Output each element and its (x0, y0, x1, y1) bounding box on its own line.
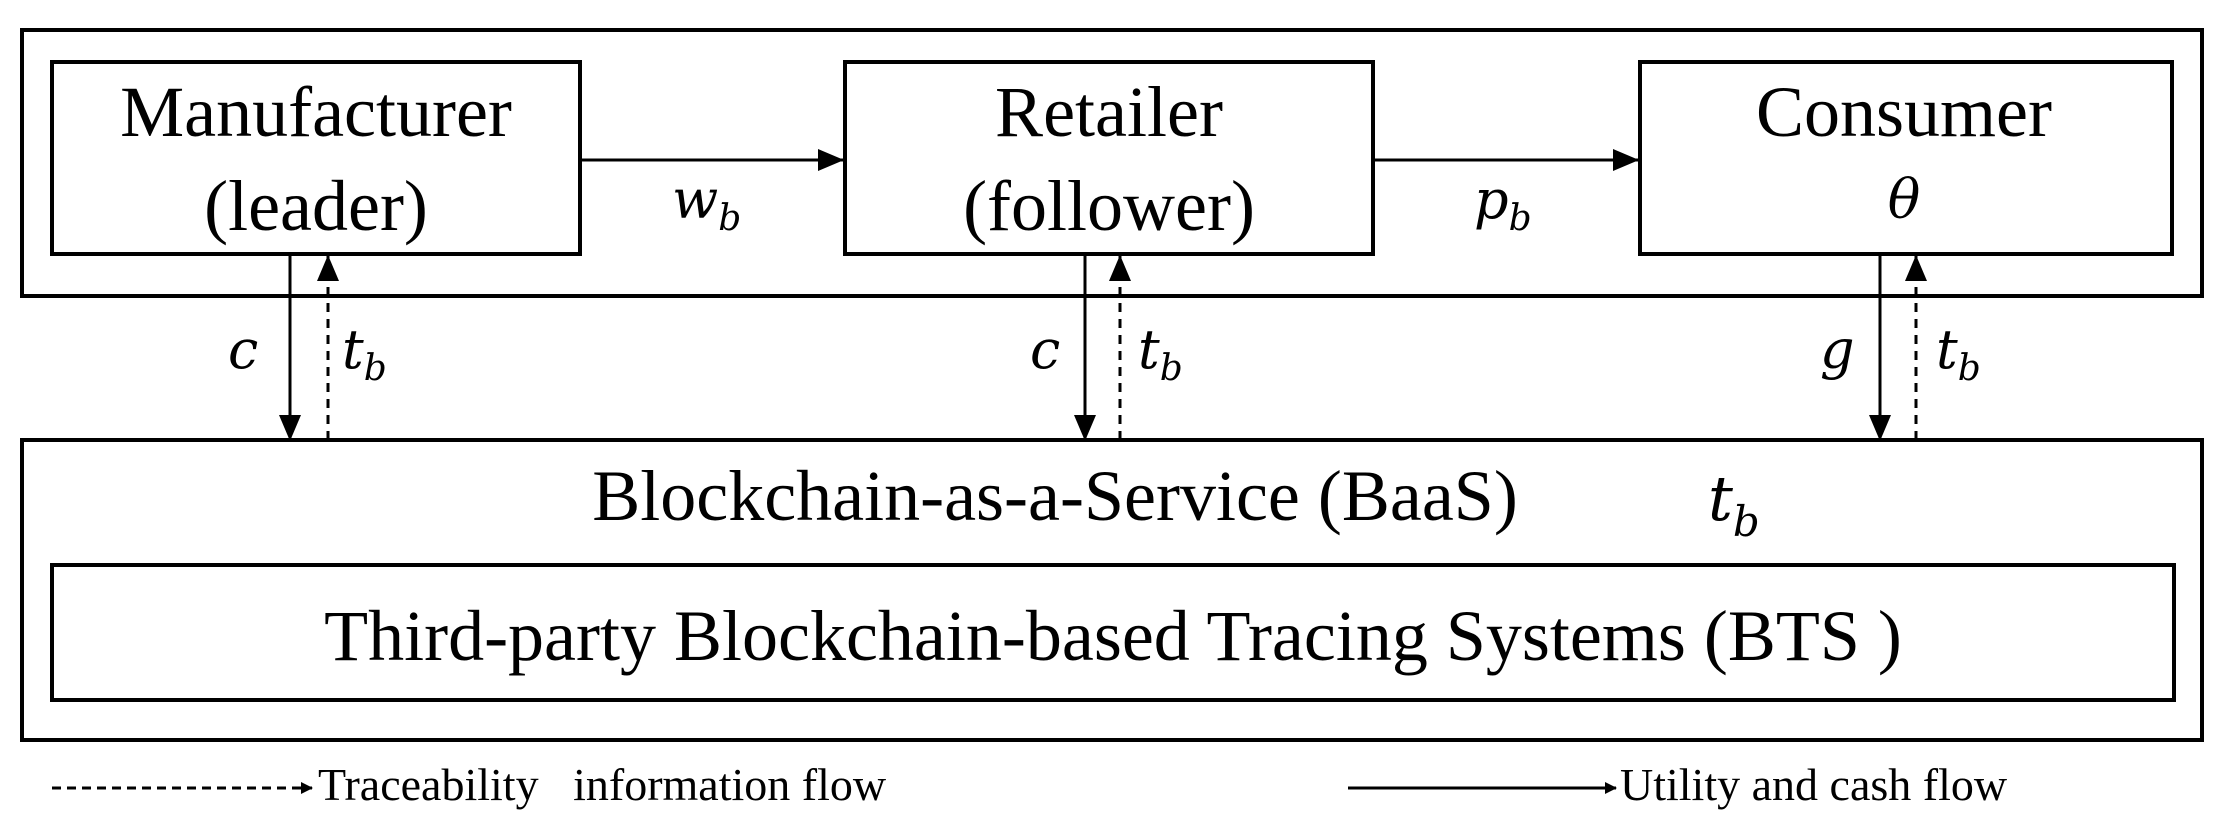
label-retail-price: pb (1474, 168, 1532, 239)
bts-box: Third-party Blockchain-based Tracing Sys… (50, 563, 2176, 702)
manufacturer-node: Manufacturer (leader) (50, 60, 582, 256)
consumer-theta: θ (1888, 168, 1921, 231)
label-consumer-utility: g (1820, 318, 1855, 381)
manufacturer-role: (leader) (204, 166, 428, 246)
label-manufacturer-cost: c (228, 318, 258, 381)
label-wholesale-price: wb (672, 168, 741, 239)
label-manufacturer-tb: tb (342, 318, 387, 389)
label-retailer-cost: c (1030, 318, 1060, 381)
consumer-node: Consumer θ (1638, 60, 2174, 256)
legend: Traceability information flow Utility an… (52, 759, 2008, 810)
consumer-name: Consumer (1756, 72, 2052, 152)
bts-label: Third-party Blockchain-based Tracing Sys… (324, 596, 1902, 676)
baas-container: Blockchain-as-a-Service (BaaS) tb (20, 438, 2204, 742)
retailer-role: (follower) (963, 166, 1255, 246)
legend-traceability-label: Traceability information flow (318, 759, 887, 810)
retailer-name: Retailer (995, 72, 1223, 152)
manufacturer-name: Manufacturer (120, 72, 512, 152)
label-retailer-tb: tb (1138, 318, 1183, 389)
legend-utility-label: Utility and cash flow (1620, 759, 2008, 810)
supply-chain-frame (20, 28, 2204, 298)
baas-label: Blockchain-as-a-Service (BaaS) (592, 456, 1518, 536)
label-consumer-tb: tb (1936, 318, 1981, 389)
baas-fee-symbol: tb (1708, 462, 1760, 546)
retailer-node: Retailer (follower) (843, 60, 1375, 256)
